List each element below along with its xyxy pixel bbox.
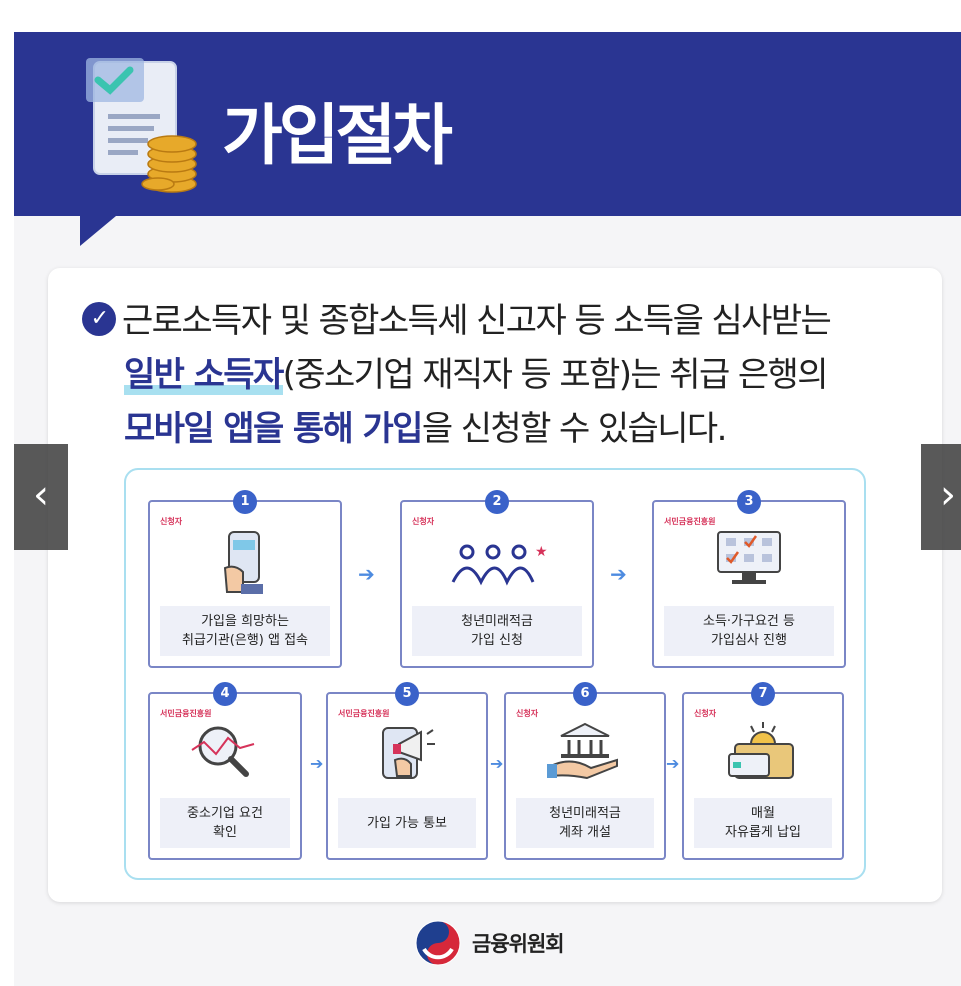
header-banner: 가입절차 <box>14 32 961 216</box>
megaphone-phone-icon <box>382 727 435 779</box>
chevron-left-icon: ‹ <box>33 472 49 518</box>
document-coins-icon <box>86 58 197 193</box>
step-number: 7 <box>751 682 775 706</box>
info-panel: ✓근로소득자 및 종합소득세 신고자 등 소득을 심사받는 일반 소득자(중소기… <box>48 268 942 902</box>
step-actor: 서민금융진흥원 <box>338 709 390 718</box>
intro-highlight-income: 일반 소득자 <box>124 355 284 395</box>
step-actor: 신청자 <box>160 517 183 526</box>
step-actor: 서민금융진흥원 <box>664 517 716 526</box>
arrow-right-icon: ➔ <box>310 754 324 773</box>
intro-line-3: 을 신청할 수 있습니다. <box>421 409 728 449</box>
step-actor: 신청자 <box>694 709 717 718</box>
step-number: 1 <box>233 490 257 514</box>
arrow-right-icon: ➔ <box>490 754 504 773</box>
step-number: 6 <box>573 682 597 706</box>
footer-logo: 금융위원회 <box>414 918 565 968</box>
step-number: 5 <box>395 682 419 706</box>
step-number: 2 <box>485 490 509 514</box>
step-actor: 신청자 <box>516 709 539 718</box>
intro-highlight-app: 모바일 앱을 통해 가입 <box>124 409 423 449</box>
taegeuk-logo-icon <box>415 920 461 966</box>
magnifier-chart-icon <box>191 726 255 777</box>
org-name: 금융위원회 <box>472 932 565 956</box>
monitor-check-icon <box>717 531 781 584</box>
step-5: 5 서민금융진흥원 가입 가능 통보 <box>326 682 488 860</box>
prev-slide-button[interactable]: ‹ <box>14 444 68 550</box>
phone-hand-icon <box>223 531 263 594</box>
intro-text: ✓근로소득자 및 종합소득세 신고자 등 소득을 심사받는 일반 소득자(중소기… <box>82 294 922 456</box>
intro-line-1: 근로소득자 및 종합소득세 신고자 등 소득을 심사받는 <box>122 301 832 341</box>
step-actor: 신청자 <box>412 517 435 526</box>
svg-text:★: ★ <box>535 544 547 560</box>
check-circle-icon: ✓ <box>82 301 116 336</box>
content-card: 가입절차 ✓근로소득자 및 종합소득세 신고자 등 소득을 심사받는 일반 소득… <box>14 32 961 986</box>
speech-tail <box>80 216 116 246</box>
next-slide-button[interactable]: › <box>921 444 961 550</box>
step-label: 가입 가능 통보 <box>338 798 476 848</box>
step-number: 4 <box>213 682 237 706</box>
chevron-right-icon: › <box>940 472 956 518</box>
step-number: 3 <box>737 490 761 514</box>
bank-hand-icon <box>547 722 618 780</box>
page-title: 가입절차 <box>222 97 453 174</box>
step-actor: 서민금융진흥원 <box>160 709 212 718</box>
wallet-icon <box>728 722 794 779</box>
arrow-right-icon: ➔ <box>666 754 680 773</box>
arrow-right-icon: ➔ <box>358 562 375 586</box>
intro-line-2: (중소기업 재직자 등 포함)는 취급 은행의 <box>282 355 829 395</box>
arrow-right-icon: ➔ <box>610 562 627 586</box>
people-icon: ★ <box>451 544 547 586</box>
